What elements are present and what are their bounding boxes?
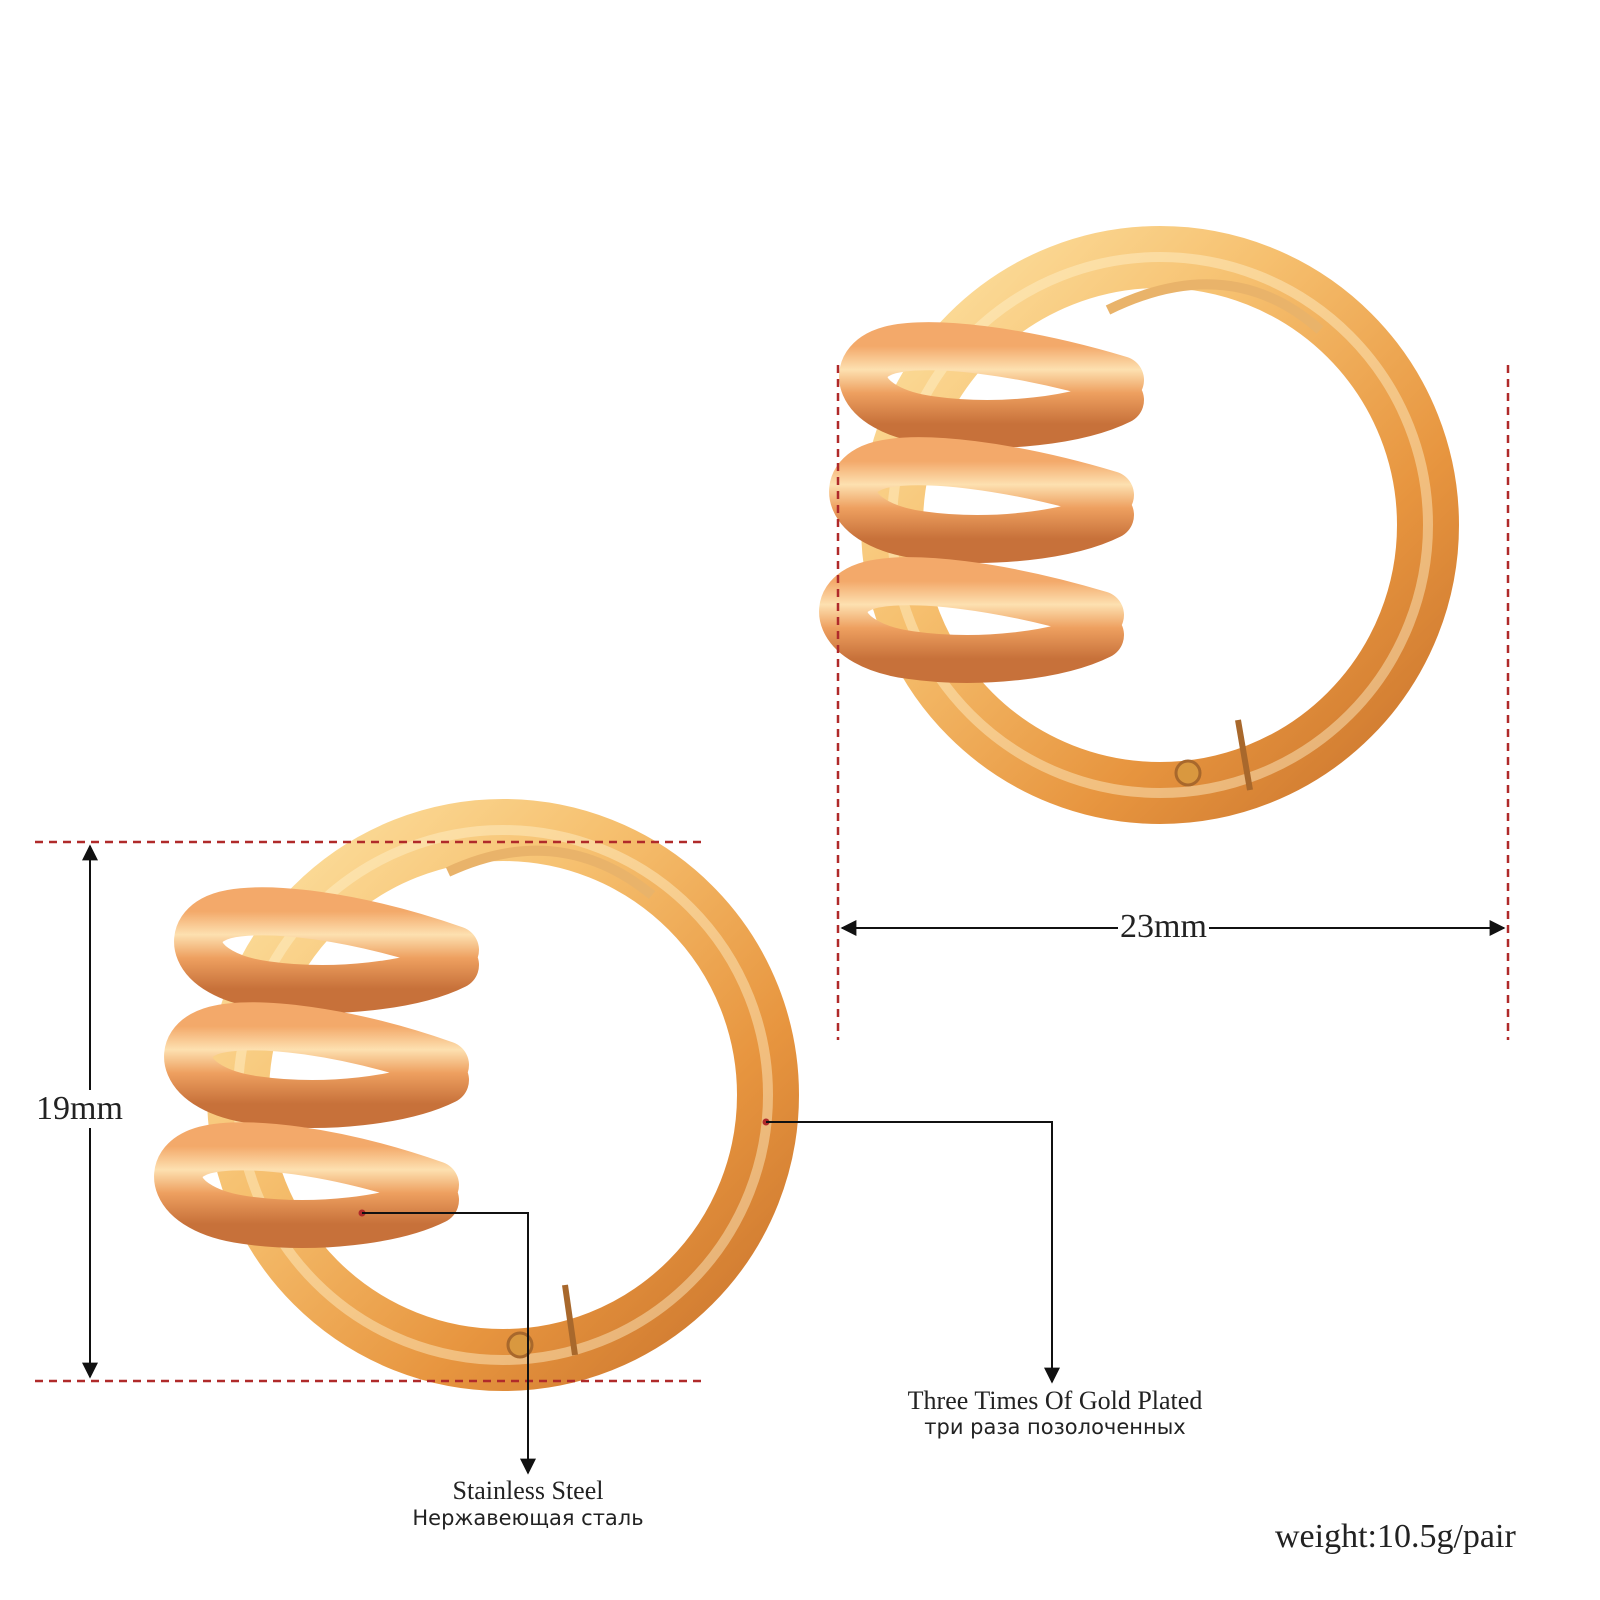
hinge-rivet [1174,759,1202,787]
hinge-rivet [506,1331,534,1359]
plating-label-en: Three Times Of Gold Plated [907,1386,1203,1415]
hoop-hinge [1235,719,1253,791]
leader-line [766,1121,1060,1384]
earring-bottom-left [154,799,799,1391]
hoop-pin [1105,279,1324,334]
stainless-label-en: Stainless Steel [452,1476,604,1505]
stainless-label-ru: Нержавеющая сталь [412,1506,644,1530]
height-label: 19mm [34,1090,125,1128]
stainless-leader [358,1209,536,1475]
coil-wraps [819,322,1144,683]
width-label: 23mm [1118,908,1209,946]
weight-label: weight:10.5g/pair [1275,1518,1516,1555]
earring-top-right [819,226,1459,824]
plating-label-ru: три раза позолоченных [924,1415,1186,1439]
hoop-pin [445,845,656,899]
coil-wraps [154,887,479,1248]
leader-line [362,1212,536,1475]
hoop-hinge [562,1284,578,1356]
plating-leader [762,1118,1060,1384]
